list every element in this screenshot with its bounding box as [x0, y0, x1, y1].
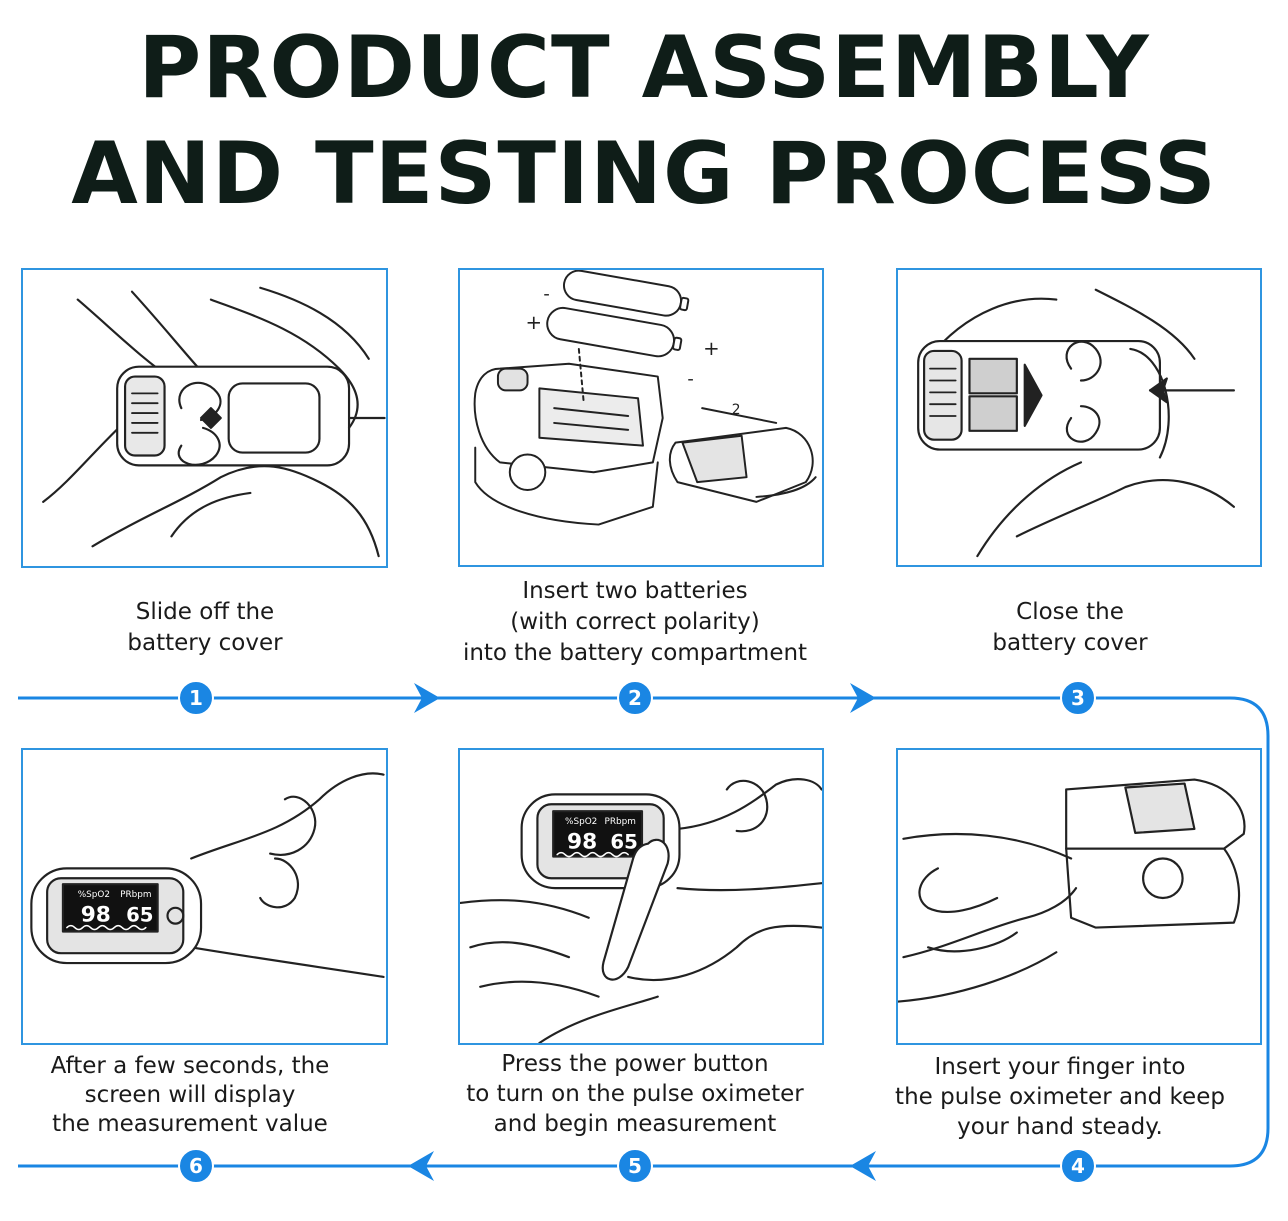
step-6-illustration: %SpO2 PRbpm 98 65	[21, 748, 388, 1045]
step-badge-5: 5	[617, 1148, 653, 1184]
page-title-line-2: AND TESTING PROCESS	[71, 124, 1217, 224]
arrow-left-icon	[408, 1151, 434, 1181]
step-badge-2: 2	[617, 680, 653, 716]
spo2-label: %SpO2	[565, 817, 597, 827]
page-title-line-1: PRODUCT ASSEMBLY	[138, 18, 1150, 118]
step-badge-6: 6	[178, 1148, 214, 1184]
step-2-caption: Insert two batteries(with correct polari…	[462, 578, 808, 666]
spo2-value: 98	[81, 903, 111, 928]
step-3-illustration	[896, 268, 1262, 567]
battery-plus-label: +	[526, 311, 543, 334]
battery-minus-label-2: -	[687, 369, 693, 389]
step-badge-4: 4	[1060, 1148, 1096, 1184]
step-badge-1: 1	[178, 680, 214, 716]
step-1-illustration	[21, 268, 388, 568]
arrow-left-icon	[850, 1151, 876, 1181]
step-4-illustration	[896, 748, 1262, 1045]
spo2-label: %SpO2	[78, 890, 110, 900]
battery-minus-label: -	[543, 285, 549, 305]
step-2-illustration: - + + - 2	[458, 268, 824, 567]
step-5-illustration: %SpO2 PRbpm 98 65	[458, 748, 824, 1045]
pr-value: 65	[610, 831, 637, 854]
step-badge-3: 3	[1060, 680, 1096, 716]
cover-step-number: 2	[732, 402, 741, 418]
spo2-value: 98	[567, 830, 597, 855]
arrow-right-icon	[850, 683, 876, 713]
pr-value: 65	[126, 904, 153, 927]
battery-plus-label-2: +	[703, 337, 720, 360]
pr-label: PRbpm	[604, 817, 635, 827]
pr-label: PRbpm	[120, 890, 151, 900]
arrow-right-icon	[414, 683, 440, 713]
